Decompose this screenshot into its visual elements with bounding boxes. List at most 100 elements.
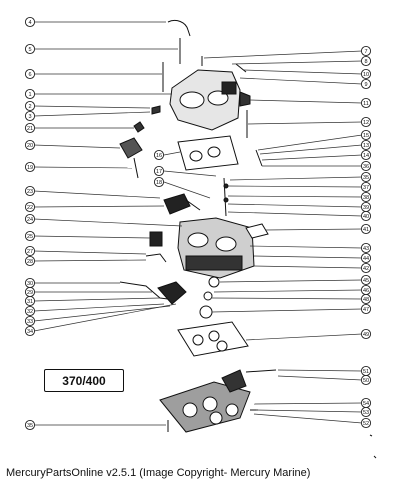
callout-left-22: 22 (24, 201, 36, 213)
callout-number: 15 (363, 133, 369, 139)
callout-number: 2 (28, 104, 31, 110)
callout-number: 31 (27, 299, 33, 305)
callout-right-51: 51 (360, 365, 372, 377)
callout-circle (24, 88, 36, 100)
callout-circle (24, 122, 36, 134)
callout-left-21: 21 (24, 122, 36, 134)
callout-right-11: 11 (360, 97, 372, 109)
callout-right-13: 13 (360, 139, 372, 151)
callout-number: 6 (28, 72, 31, 78)
callout-circle (360, 181, 372, 193)
image-caption: MercuryPartsOnline v2.5.1 (Image Copyrig… (6, 467, 311, 479)
callout-circle (360, 303, 372, 315)
callout-number: 23 (27, 189, 33, 195)
callout-left-25: 25 (24, 230, 36, 242)
callout-right-41: 41 (360, 223, 372, 235)
callout-number: 53 (363, 410, 369, 416)
callout-number: 40 (363, 214, 369, 220)
callout-number: 49 (363, 332, 369, 338)
callouts-right: 7810911121513143635373839404143444245464… (360, 45, 372, 429)
callout-number: 48 (363, 297, 369, 303)
model-label-box: 370/400 (44, 369, 124, 392)
callout-circle (153, 149, 165, 161)
callout-number: 13 (363, 143, 369, 149)
callout-right-44: 44 (360, 252, 372, 264)
callout-number: 35 (363, 175, 369, 181)
callout-circle (153, 176, 165, 188)
callout-right-48: 48 (360, 293, 372, 305)
callout-right-37: 37 (360, 181, 372, 193)
callout-number: 22 (27, 205, 33, 211)
callout-circle (24, 419, 36, 431)
callout-number: 34 (27, 329, 33, 335)
callout-number: 12 (363, 120, 369, 126)
callout-right-7: 7 (360, 45, 372, 57)
callout-number: 39 (363, 205, 369, 211)
callout-number: 19 (27, 165, 33, 171)
callout-number: 3 (28, 114, 31, 120)
callout-number: 18 (156, 180, 162, 186)
callout-right-50: 50 (360, 374, 372, 386)
callout-right-35: 35 (360, 171, 372, 183)
callout-circle (24, 245, 36, 257)
callout-left-2: 2 (24, 100, 36, 112)
callout-left-31: 31 (24, 295, 36, 307)
callout-left-29: 29 (24, 286, 36, 298)
callout-circle (360, 374, 372, 386)
callout-right-47: 47 (360, 303, 372, 315)
callout-circle (24, 295, 36, 307)
callout-circle (24, 325, 36, 337)
callout-number: 44 (363, 256, 369, 262)
callout-number: 50 (363, 378, 369, 384)
callout-left-32: 32 (24, 305, 36, 317)
callout-number: 47 (363, 307, 369, 313)
callout-circle (360, 242, 372, 254)
callout-circle (360, 78, 372, 90)
callout-left-6: 6 (24, 68, 36, 80)
callout-circle (24, 161, 36, 173)
callout-number: 37 (363, 185, 369, 191)
callout-right-53: 53 (360, 406, 372, 418)
callout-right-42: 42 (360, 262, 372, 274)
callout-number: 28 (27, 259, 33, 265)
callout-circle (24, 213, 36, 225)
callout-circle (360, 406, 372, 418)
callout-number: 16 (156, 153, 162, 159)
callout-left-28: 28 (24, 255, 36, 267)
callout-left-24: 24 (24, 213, 36, 225)
callout-circle (24, 185, 36, 197)
callout-left-33: 33 (24, 315, 36, 327)
callout-left-34: 34 (24, 325, 36, 337)
callout-number: 30 (27, 281, 33, 287)
callout-number: 52 (363, 421, 369, 427)
callout-right-46: 46 (360, 284, 372, 296)
callout-number: 21 (27, 126, 33, 132)
callout-number: 25 (27, 234, 33, 240)
callout-right-9: 9 (360, 78, 372, 90)
callout-number: 24 (27, 217, 33, 223)
callout-right-43: 43 (360, 242, 372, 254)
callout-number: 45 (363, 278, 369, 284)
callout-number: 27 (27, 249, 33, 255)
callout-number: 46 (363, 288, 369, 294)
callout-number: 32 (27, 309, 33, 315)
callout-circle (360, 45, 372, 57)
callout-left-35: 35 (24, 419, 36, 431)
callout-number: 42 (363, 266, 369, 272)
callout-number: 14 (363, 153, 369, 159)
carburetor-parts-artwork (119, 19, 377, 459)
callout-circle (360, 55, 372, 67)
callout-circle (360, 129, 372, 141)
callout-circle (360, 116, 372, 128)
callout-circle (360, 160, 372, 172)
callout-number: 7 (364, 49, 367, 55)
callout-circle (24, 16, 36, 28)
callout-number: 35 (27, 423, 33, 429)
callout-circle (360, 210, 372, 222)
callout-circle (24, 315, 36, 327)
callout-circle (360, 68, 372, 80)
callout-number: 4 (28, 20, 31, 26)
callout-right-49: 49 (360, 328, 372, 340)
callout-number: 41 (363, 227, 369, 233)
